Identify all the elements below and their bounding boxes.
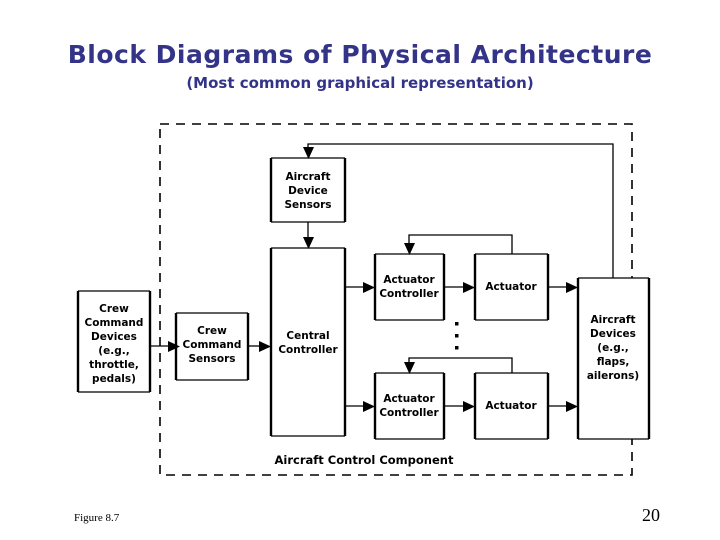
box-label-line: Controller (278, 344, 338, 356)
box-aircraft-device-sensors: Aircraft Device Sensors (269, 157, 347, 223)
connector-actuator-top-to-devices (548, 282, 578, 293)
page-subtitle: (Most common graphical representation) (186, 74, 534, 92)
connector-feedback-actuator-top (404, 234, 513, 255)
box-central-controller: Central Controller (269, 247, 347, 437)
box-label-line: Devices (91, 331, 137, 343)
box-label-line: (e.g., (597, 342, 628, 354)
box-actuator-bottom: Actuator (473, 372, 550, 440)
connector-central-to-actctrl-top (345, 282, 375, 293)
box-label-line: Controller (379, 407, 439, 419)
box-aircraft-devices: Aircraft Devices (e.g., flaps, ailerons) (576, 277, 651, 440)
box-actuator-top: Actuator (473, 253, 550, 321)
box-label-line: Sensors (188, 353, 235, 365)
box-label-line: throttle, (89, 359, 139, 371)
figure-caption: Figure 8.7 (74, 512, 120, 524)
box-label-line: Device (288, 185, 328, 197)
connector-feedback-devices-to-devsensors (303, 143, 614, 278)
box-label-line: Actuator (485, 281, 537, 293)
connector-sensors-to-central (248, 341, 271, 352)
box-crew-command-sensors: Crew Command Sensors (174, 312, 250, 381)
box-label-line: pedals) (92, 373, 136, 385)
box-label-line: Controller (379, 288, 439, 300)
box-label-line: Command (183, 339, 242, 351)
box-crew-command-devices: Crew Command Devices (e.g., throttle, pe… (76, 290, 152, 393)
connector-actctrl-to-actuator-top (444, 282, 475, 293)
box-label-line: Actuator (383, 393, 435, 405)
connector-devsensors-to-central (303, 222, 314, 249)
box-label-line: (e.g., (98, 345, 129, 357)
box-label-line: Aircraft (591, 314, 636, 326)
connector-actuator-bottom-to-devices (548, 401, 578, 412)
box-label-line: Command (85, 317, 144, 329)
connector-devices-to-sensors (150, 341, 180, 352)
boundary-label: Aircraft Control Component (275, 453, 454, 467)
box-label-line: Crew (197, 325, 227, 337)
box-label-line: Devices (590, 328, 636, 340)
connector-feedback-actuator-bottom (404, 357, 513, 374)
box-label-line: Central (286, 330, 329, 342)
page-title: Block Diagrams of Physical Architecture (67, 40, 653, 69)
connector-central-to-actctrl-bottom (345, 401, 375, 412)
connector-actctrl-to-actuator-bottom (444, 401, 475, 412)
page-number: 20 (642, 505, 660, 525)
box-actuator-controller-top: Actuator Controller (373, 253, 446, 321)
box-label-line: Sensors (284, 199, 331, 211)
vertical-ellipsis-icon (455, 322, 459, 350)
box-label-line: Aircraft (286, 171, 331, 183)
box-label-line: flaps, (597, 356, 630, 368)
box-label-line: Actuator (383, 274, 435, 286)
box-label-line: ailerons) (587, 370, 639, 382)
box-label-line: Actuator (485, 400, 537, 412)
box-label-line: Crew (99, 303, 129, 315)
box-actuator-controller-bottom: Actuator Controller (373, 372, 446, 440)
